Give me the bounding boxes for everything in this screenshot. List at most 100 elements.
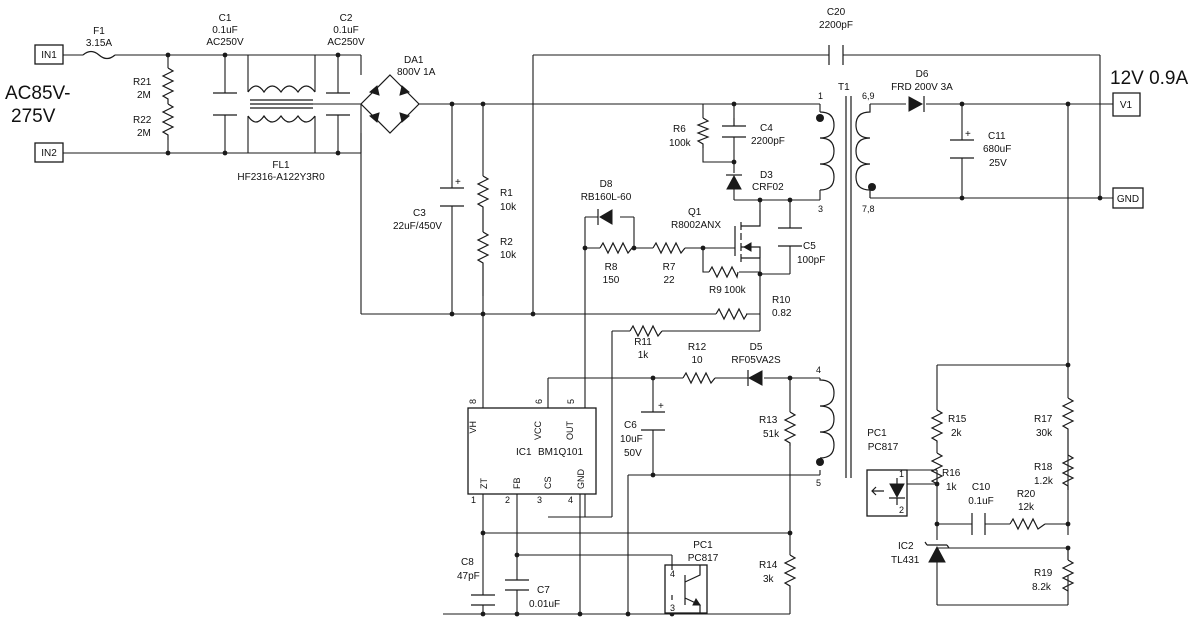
r19-ref: R19 <box>1034 568 1053 579</box>
junction-dots <box>165 52 1103 617</box>
c1-value: 0.1uF <box>212 25 238 36</box>
ic1-bm1q101: VH VCC OUT ZT FB CS GND 8 6 5 1 2 3 4 IC… <box>467 399 597 505</box>
r8-ref: R8 <box>605 262 618 273</box>
r22-ref: R22 <box>133 115 152 126</box>
ic1-value: BM1Q101 <box>538 447 583 458</box>
c10-value: 0.1uF <box>968 496 994 507</box>
r6-ref: R6 <box>673 124 686 135</box>
r19-value: 8.2k <box>1032 582 1052 593</box>
c6-polarity: + <box>658 401 664 412</box>
optocoupler-pc1-led: 1 2 PC1 PC817 <box>866 428 908 517</box>
c8-value: 47pF <box>457 571 480 582</box>
resistor-r10: R10 0.82 <box>715 295 792 321</box>
ic1-pin2-num: 2 <box>505 495 510 505</box>
ic2-value: TL431 <box>891 555 920 566</box>
capacitor-c3: + C3 22uF/450V <box>393 177 464 232</box>
ic1-ref: IC1 <box>516 447 532 458</box>
ic1-pin4-num: 4 <box>568 495 573 505</box>
r18-value: 1.2k <box>1034 476 1054 487</box>
fl1-value: HF2316-A122Y3R0 <box>237 172 325 183</box>
c4-ref: C4 <box>760 123 773 134</box>
d8-ref: D8 <box>600 179 613 190</box>
resistor-r7: R7 22 <box>652 241 686 286</box>
ic1-pin8-num: 8 <box>468 399 478 404</box>
diode-d5: D5 RF05VA2S <box>731 342 781 386</box>
r10-value: 0.82 <box>772 308 792 319</box>
t1-pin5: 5 <box>816 478 821 488</box>
r21-ref: R21 <box>133 77 152 88</box>
r14-ref: R14 <box>759 560 778 571</box>
port-in2: IN2 <box>34 142 64 163</box>
resistor-r1: R1 10k <box>476 175 517 232</box>
r6-value: 100k <box>669 138 692 149</box>
d5-ref: D5 <box>750 342 763 353</box>
r14-value: 3k <box>763 574 775 585</box>
capacitor-c6: + C6 10uF 50V <box>620 401 665 459</box>
diode-d8: D8 RB160L-60 <box>581 179 632 225</box>
f1-value: 3.15A <box>86 38 112 49</box>
capacitor-c8: C8 47pF <box>457 557 495 606</box>
c5-ref: C5 <box>803 241 816 252</box>
resistor-r6: R6 100k <box>669 117 710 149</box>
r17-value: 30k <box>1036 428 1053 439</box>
c6-ref: C6 <box>624 420 637 431</box>
pc1-pin1: 1 <box>899 469 904 479</box>
resistor-r8: R8 150 <box>599 241 633 286</box>
c2-ref: C2 <box>340 13 353 24</box>
diode-d3: D3 CRF02 <box>726 170 784 193</box>
c8-ref: C8 <box>461 557 474 568</box>
resistor-r2: R2 10k <box>476 231 517 296</box>
capacitor-c4: C4 2200pF <box>722 118 785 147</box>
pc1b-value: PC817 <box>688 553 719 564</box>
c20-ref: C20 <box>827 7 846 18</box>
r16-value: 1k <box>946 482 958 493</box>
r13-ref: R13 <box>759 415 778 426</box>
resistor-r15: R15 2k <box>930 409 967 443</box>
output-spec-label: 12V 0.9A <box>1110 68 1188 89</box>
q1-value: R8002ANX <box>671 220 721 231</box>
fl1-ref: FL1 <box>272 160 290 171</box>
t1-ref: T1 <box>838 82 850 93</box>
ic1-pin8-name: VH <box>468 421 478 434</box>
input-voltage-line2: 275V <box>11 106 56 127</box>
t1-pin1: 1 <box>818 91 823 101</box>
d3-ref: D3 <box>760 170 773 181</box>
c11-polarity: + <box>965 129 971 140</box>
r2-value: 10k <box>500 250 517 261</box>
r21-value: 2M <box>137 90 151 101</box>
t1-pin3: 3 <box>818 204 823 214</box>
capacitor-c11: + C11 680uF 25V <box>950 129 1011 169</box>
pc1b-ref: PC1 <box>693 540 713 551</box>
resistor-r16: R16 1k <box>930 452 961 493</box>
r1-value: 10k <box>500 202 517 213</box>
c3-polarity: + <box>455 177 461 188</box>
resistor-r19: R19 8.2k <box>1032 548 1075 593</box>
ic1-pin5-num: 5 <box>566 399 576 404</box>
port-v1: V1 <box>1112 92 1141 117</box>
common-mode-choke-fl1: FL1 HF2316-A122Y3R0 <box>237 85 325 183</box>
r12-value: 10 <box>691 355 703 366</box>
r12-ref: R12 <box>688 342 707 353</box>
port-in1: IN1 <box>34 44 64 65</box>
r15-value: 2k <box>951 428 963 439</box>
resistor-r20: R20 12k <box>1009 489 1046 531</box>
d6-ref: D6 <box>916 69 929 80</box>
r11-ref: R11 <box>634 337 652 348</box>
c5-value: 100pF <box>797 255 825 266</box>
r18-ref: R18 <box>1034 462 1053 473</box>
pc1a-ref: PC1 <box>867 428 887 439</box>
capacitor-c10: C10 0.1uF <box>968 482 994 535</box>
r9-value: 100k <box>724 285 747 296</box>
ic1-pin2-name: FB <box>512 477 522 489</box>
c2-rating: AC250V <box>327 37 365 48</box>
r20-ref: R20 <box>1017 489 1036 500</box>
resistor-r9: R9 100k <box>708 265 747 296</box>
bridge-rectifier-da1: DA1 800V 1A <box>360 55 436 134</box>
port-gnd-label: GND <box>1117 194 1139 205</box>
capacitor-c7: C7 0.01uF <box>505 579 560 610</box>
ic2-ref: IC2 <box>898 541 914 552</box>
c11-ref: C11 <box>988 131 1006 142</box>
resistor-r17: R17 30k <box>1034 397 1075 439</box>
shunt-regulator-ic2: IC2 TL431 <box>891 541 950 566</box>
pc1-pin3: 3 <box>670 603 675 613</box>
